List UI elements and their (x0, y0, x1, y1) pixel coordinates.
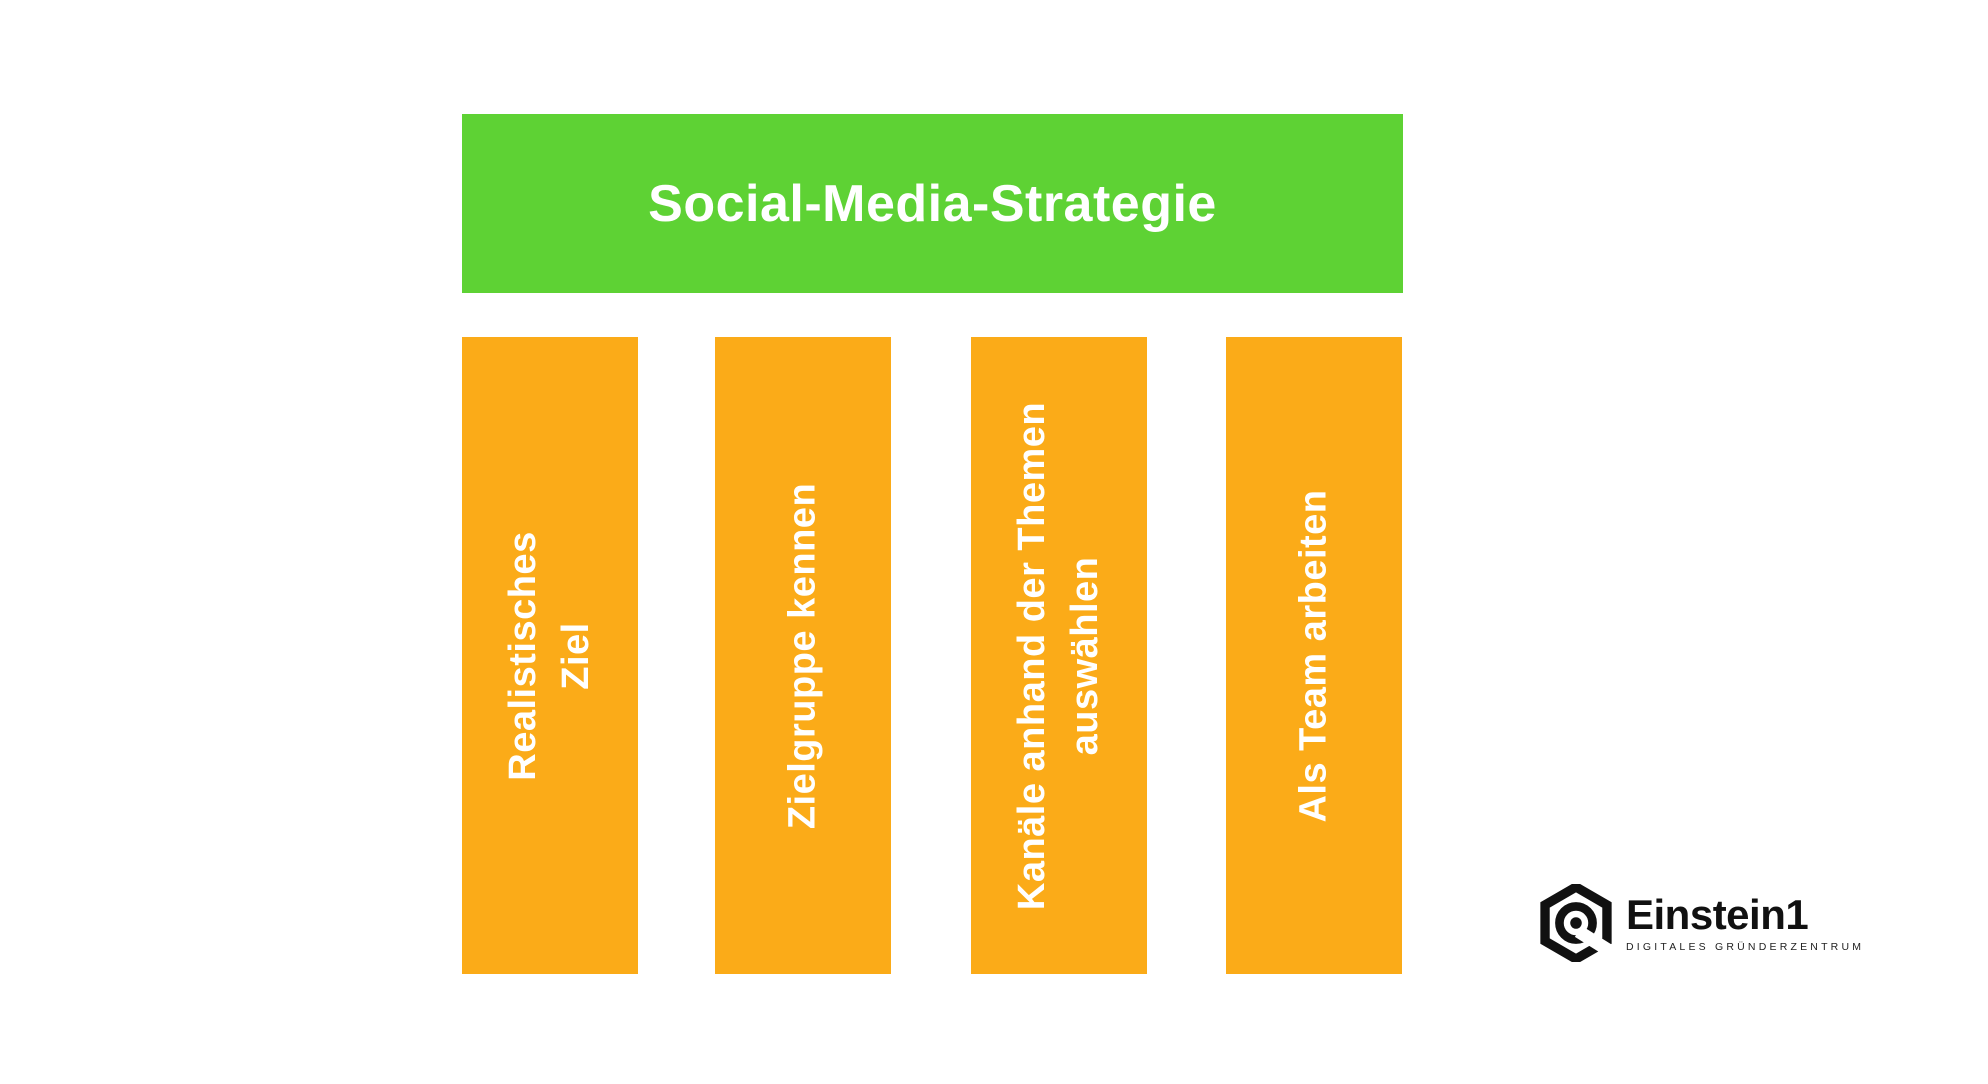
pillar-label: Zielgruppe kennen (781, 482, 824, 829)
pillar-label: Realistisches Ziel (501, 530, 597, 781)
pillar-zielgruppe-kennen: Zielgruppe kennen (715, 337, 891, 974)
pillar-kanaele-auswaehlen: Kanäle anhand der Themen auswählen (971, 337, 1147, 974)
pillar-label: Als Team arbeiten (1292, 488, 1335, 823)
einstein1-hexagon-icon (1540, 884, 1612, 962)
logo-text-block: Einstein1 DIGITALES GRÜNDERZENTRUM (1626, 890, 1865, 954)
einstein1-logo: Einstein1 DIGITALES GRÜNDERZENTRUM (1540, 884, 1864, 962)
strategy-header-bar: Social-Media-Strategie (462, 114, 1403, 293)
pillar-als-team-arbeiten: Als Team arbeiten (1226, 337, 1402, 974)
pillar-realistisches-ziel: Realistisches Ziel (462, 337, 638, 974)
pillar-label: Kanäle anhand der Themen auswählen (1010, 401, 1106, 910)
logo-tagline: DIGITALES GRÜNDERZENTRUM (1626, 941, 1865, 954)
diagram-title: Social-Media-Strategie (648, 174, 1217, 233)
logo-brand-name: Einstein1 (1626, 890, 1809, 938)
